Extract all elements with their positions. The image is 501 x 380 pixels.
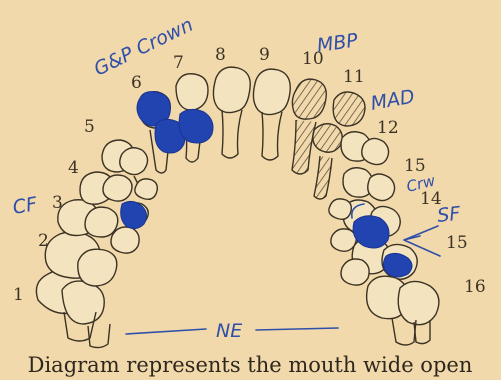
tooth-7-crown: [176, 74, 208, 110]
tooth-4-cusp: [103, 175, 132, 201]
tooth-inner-right-a: [329, 199, 351, 219]
label-tooth-1: 1: [13, 285, 24, 305]
diagram-caption: Diagram represents the mouth wide open: [28, 353, 473, 377]
tooth-16-cusp: [398, 281, 439, 324]
tooth-11-crown: [333, 92, 365, 126]
label-tooth-2: 2: [38, 231, 49, 251]
label-tooth-11: 11: [343, 67, 365, 87]
tooth-inner-right-c: [341, 259, 369, 285]
label-tooth-6: 6: [131, 73, 142, 93]
label-tooth-15: 15: [446, 233, 468, 253]
note-ne: NE: [216, 320, 242, 342]
tooth-11-b: [313, 124, 342, 153]
label-tooth-4: 4: [68, 158, 79, 178]
note-sf: SF: [436, 203, 462, 227]
label-tooth-12: 12: [377, 118, 399, 138]
tooth-5-cusp: [120, 148, 148, 175]
tooth-12-cusp: [362, 138, 389, 164]
label-tooth-9: 9: [259, 45, 270, 65]
tooth-9-crown: [253, 69, 290, 114]
label-tooth-3: 3: [52, 193, 63, 213]
tooth-inner-right-b: [331, 229, 356, 251]
tooth-13-cusp: [368, 174, 395, 201]
label-tooth-8: 8: [215, 45, 226, 65]
label-tooth-5: 5: [84, 117, 95, 137]
label-tooth-16: 16: [464, 277, 486, 297]
tooth-8-crown: [213, 67, 250, 112]
tooth-inner-left-c: [135, 179, 157, 199]
tooth-3-cusp: [85, 207, 118, 237]
tooth-inner-left-a: [111, 227, 139, 253]
tooth-2-cusp: [78, 249, 117, 286]
note-cf: CF: [11, 193, 40, 219]
label-tooth-7: 7: [173, 53, 184, 73]
